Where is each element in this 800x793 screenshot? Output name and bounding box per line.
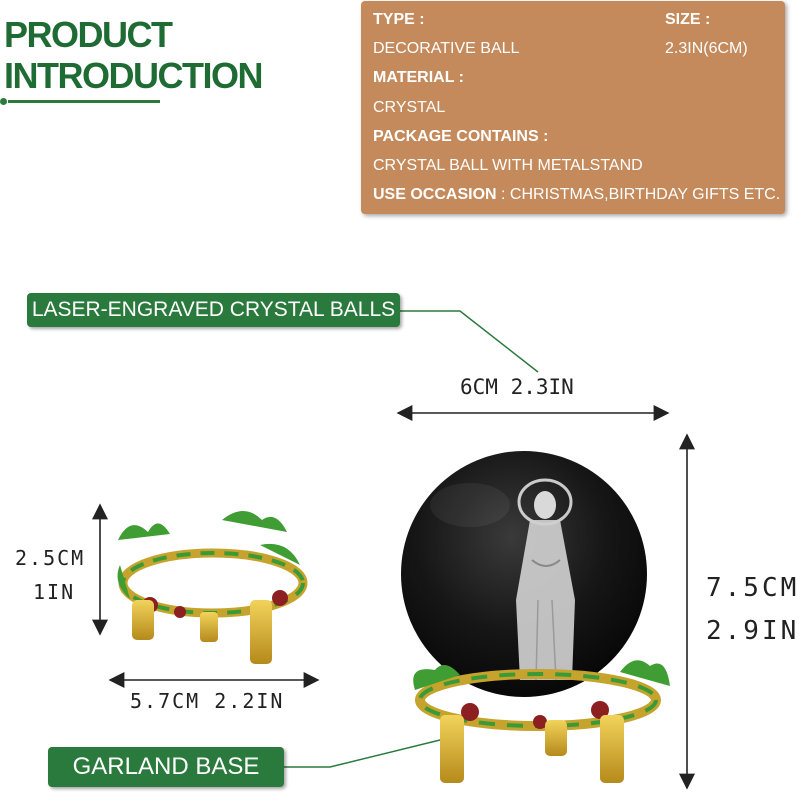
title-line-1: PRODUCT xyxy=(4,14,173,55)
size-value: 2.3IN(6CM) xyxy=(665,40,748,57)
occasion-value: : CHRISTMAS,BIRTHDAY GIFTS ETC. xyxy=(501,186,781,203)
base-height-in-label: 1IN xyxy=(33,580,76,604)
material-value: CRYSTAL xyxy=(373,99,446,116)
package-value: CRYSTAL BALL WITH METALSTAND xyxy=(373,157,643,174)
size-label: SIZE : xyxy=(665,11,711,28)
crystal-callout-tag: LASER-ENGRAVED CRYSTAL BALLS xyxy=(27,293,400,327)
package-label: PACKAGE CONTAINS : xyxy=(373,128,549,145)
type-value: DECORATIVE BALL xyxy=(373,40,520,57)
base-width-label: 5.7CM 2.2IN xyxy=(130,689,285,713)
material-label: MATERIAL : xyxy=(373,69,464,86)
garland-base-standalone xyxy=(117,511,308,664)
occasion-row: USE OCCASION : CHRISTMAS,BIRTHDAY GIFTS … xyxy=(373,186,780,204)
spec-panel: TYPE : SIZE : DECORATIVE BALL 2.3IN(6CM)… xyxy=(361,1,785,214)
total-height-in-label: 2.9IN xyxy=(706,616,800,646)
base-callout-tag: GARLAND BASE xyxy=(48,747,284,787)
title-underline-dot xyxy=(0,98,7,105)
title-line-2: INTRODUCTION xyxy=(4,55,263,96)
garland-base-under-ball xyxy=(413,660,670,783)
crystal-leader-line xyxy=(400,310,539,373)
total-height-cm-label: 7.5CM xyxy=(706,573,800,603)
title-underline xyxy=(8,100,160,103)
crystal-ball xyxy=(401,451,647,697)
base-height-cm-label: 2.5CM xyxy=(15,546,86,570)
occasion-label: USE OCCASION xyxy=(373,186,497,203)
base-leader-line xyxy=(284,739,441,768)
type-label: TYPE : xyxy=(373,11,425,28)
page-title: PRODUCT INTRODUCTION xyxy=(4,14,263,96)
ball-width-label: 6CM 2.3IN xyxy=(460,375,574,399)
